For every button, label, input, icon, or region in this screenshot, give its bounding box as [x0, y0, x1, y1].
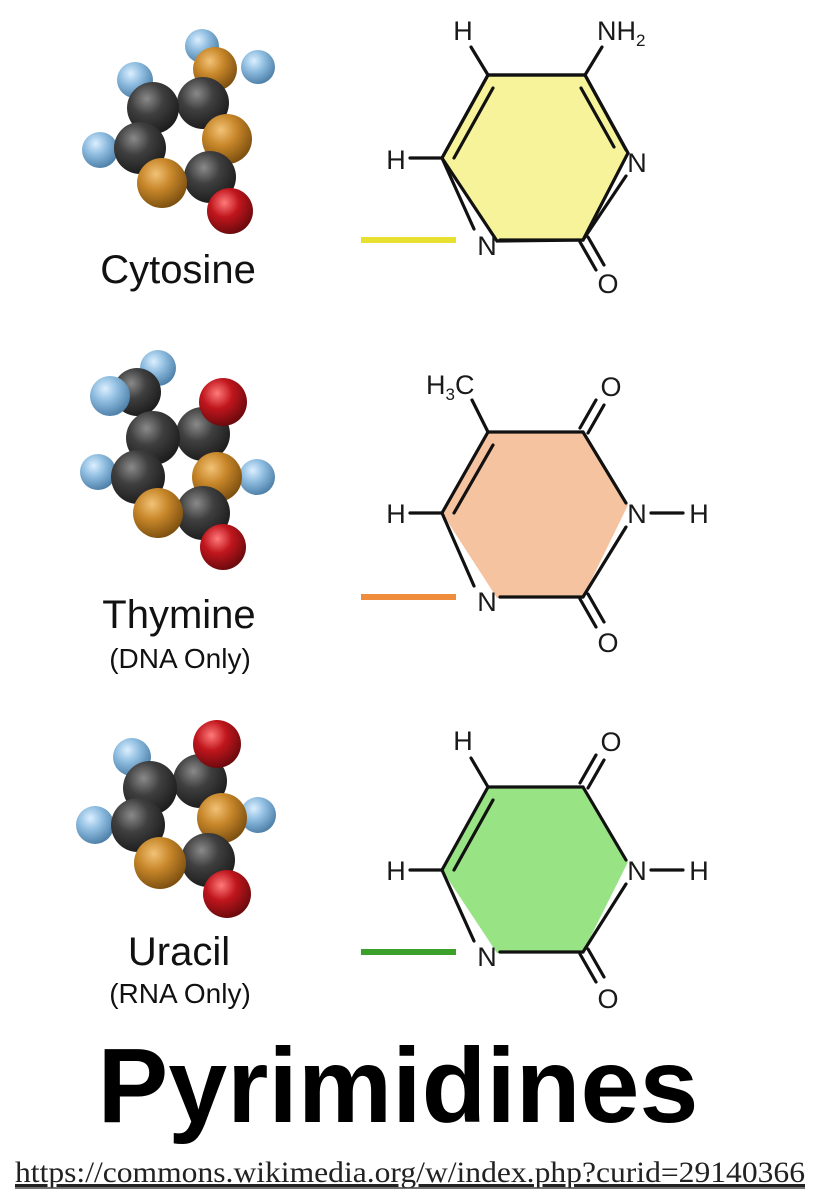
oxygen-atom-icon: [203, 870, 251, 918]
atom-label: H3C: [426, 370, 474, 404]
molecule-name: Cytosine: [100, 248, 256, 292]
page-title: Pyrimidines: [98, 1027, 699, 1145]
atom-label: O: [597, 269, 618, 299]
hydrogen-atom-icon: [82, 132, 118, 168]
atom-label: H: [689, 856, 709, 886]
nitrogen-atom-icon: [134, 837, 186, 889]
atom-label: N: [627, 499, 647, 529]
hydrogen-atom-icon: [241, 50, 275, 84]
cytosine-3d-model: [82, 29, 275, 234]
atom-label: O: [597, 984, 618, 1014]
atom-label: H: [453, 16, 473, 46]
oxygen-atom-icon: [200, 524, 246, 570]
nitrogen-atom-icon: [197, 793, 247, 843]
thymine-3d-model: [80, 350, 275, 570]
molecule-note: (RNA Only): [109, 978, 251, 1009]
atom-label: N: [477, 942, 497, 972]
oxygen-atom-icon: [207, 188, 253, 234]
hydrogen-atom-icon: [76, 806, 114, 844]
atom-label: O: [597, 628, 618, 658]
hydrogen-atom-icon: [240, 797, 276, 833]
molecule-name: Uracil: [128, 930, 230, 974]
thymine-structure: H3C O N H N H O: [361, 370, 709, 658]
hydrogen-atom-icon: [80, 454, 116, 490]
source-link[interactable]: https://commons.wikimedia.org/w/index.ph…: [15, 1156, 805, 1189]
atom-label: N: [477, 587, 497, 617]
nitrogen-atom-icon: [137, 158, 187, 208]
cytosine-structure: H NH2 N N H O: [361, 16, 647, 299]
atom-label: O: [600, 727, 621, 757]
hydrogen-atom-icon: [90, 376, 130, 416]
uracil-structure: H O N H N H O: [361, 726, 709, 1014]
carbon-atom-icon: [127, 82, 179, 134]
molecule-note: (DNA Only): [109, 643, 251, 674]
atom-label: H: [386, 856, 406, 886]
oxygen-atom-icon: [193, 720, 241, 768]
oxygen-atom-icon: [199, 378, 247, 426]
ring-fill: [442, 787, 628, 953]
uracil-group: Uracil (RNA Only) H O N H N H: [76, 720, 709, 1014]
molecule-name: Thymine: [102, 593, 255, 637]
atom-label: N: [477, 231, 497, 261]
thymine-group: Thymine (DNA Only) H3C O N H N H: [80, 350, 709, 674]
atom-label: NH2: [597, 16, 645, 50]
nitrogen-atom-icon: [133, 488, 183, 538]
atom-label: H: [689, 499, 709, 529]
atom-label: H: [453, 726, 473, 756]
uracil-3d-model: [76, 720, 276, 918]
atom-label: N: [627, 148, 647, 178]
atom-label: N: [627, 856, 647, 886]
atom-label: H: [386, 145, 406, 175]
ring-fill: [442, 432, 628, 598]
atom-label: H: [386, 499, 406, 529]
cytosine-group: Cytosine H NH2 N N H: [82, 16, 647, 299]
carbon-atom-icon: [177, 77, 229, 129]
atom-label: O: [600, 372, 621, 402]
hydrogen-atom-icon: [239, 459, 275, 495]
